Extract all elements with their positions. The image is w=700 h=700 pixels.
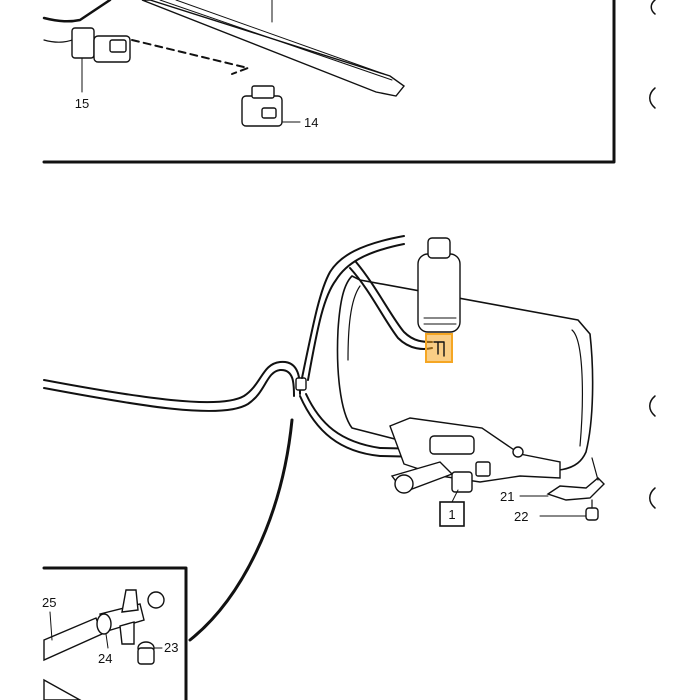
top-inset-panel [42,0,616,164]
callout-23[interactable]: 23 [164,640,178,655]
part-1-label: 1 [448,507,455,522]
clip-part-21[interactable] [546,457,605,501]
screw-part-22[interactable] [585,499,599,521]
bottom-inset-panel [42,566,188,700]
hose-part-25[interactable] [43,617,103,700]
cap-part-23[interactable] [137,641,155,665]
callout-24[interactable]: 24 [98,651,112,666]
washer-nozzle-part-15[interactable] [71,27,131,63]
nozzle-part-14[interactable] [241,85,283,127]
callout-14[interactable]: 14 [304,115,318,130]
callout-22[interactable]: 22 [514,509,528,524]
tee-connector-part-24[interactable] [96,589,165,645]
callout-21[interactable]: 21 [500,489,514,504]
callout-25[interactable]: 25 [42,595,56,610]
part-1-callout[interactable]: 1 [439,501,465,527]
wiper-blade[interactable] [141,0,406,97]
washer-pump[interactable] [417,237,461,363]
callout-15[interactable]: 15 [75,96,89,111]
wiper-motor-assembly[interactable] [389,417,561,494]
